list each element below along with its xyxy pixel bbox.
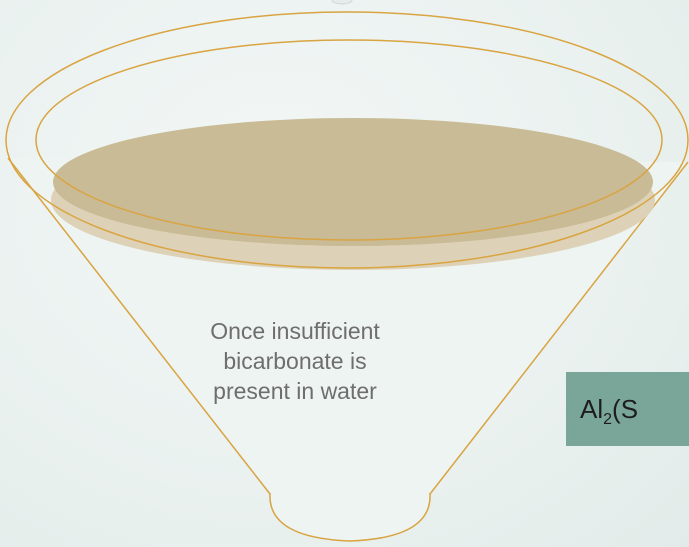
funnel-inner-rim <box>35 39 663 241</box>
caption-line-1: Once insufficient <box>210 318 380 344</box>
caption-line-2: bicarbonate is <box>223 348 367 374</box>
top-ring-mark <box>331 0 353 5</box>
chemical-formula-box: Al2(S <box>566 372 689 446</box>
formula-subscript: 2 <box>603 411 613 428</box>
funnel-outer-rim <box>5 11 689 269</box>
liquid-surface <box>53 118 653 246</box>
formula-base: Al <box>580 394 604 424</box>
funnel-spout <box>269 493 431 542</box>
formula-rest: (S <box>612 394 639 424</box>
caption-line-3: present in water <box>213 378 377 404</box>
funnel-caption: Once insufficient bicarbonate is present… <box>195 316 395 406</box>
